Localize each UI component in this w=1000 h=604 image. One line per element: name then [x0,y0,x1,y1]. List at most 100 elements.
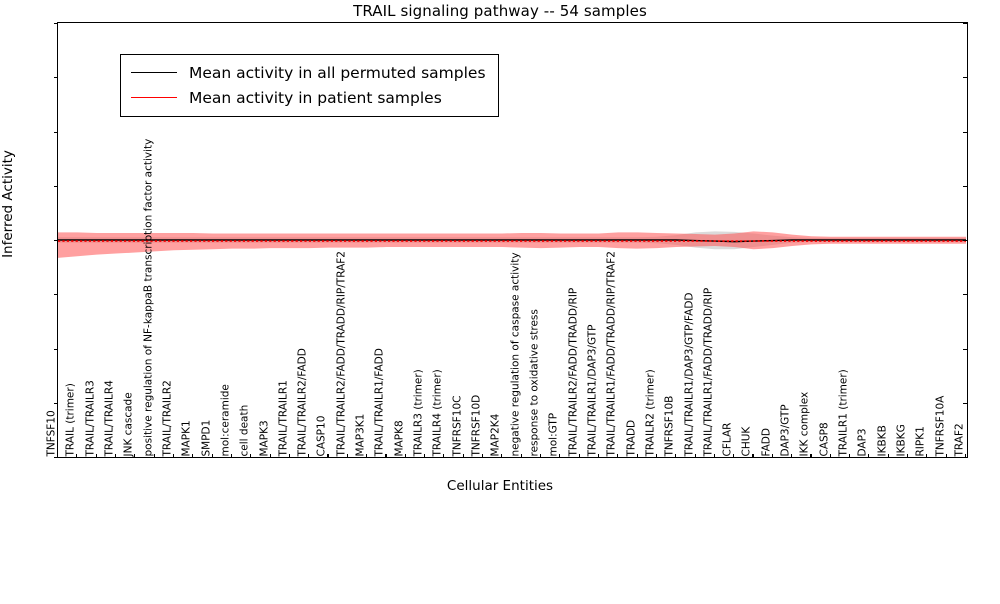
x-tick-label: TRAILR3 (trimer) [412,368,425,456]
x-tick-mark [269,454,271,458]
legend-label-patient: Mean activity in patient samples [189,88,442,107]
series-canvas [58,231,966,258]
x-tick-label: MAPK3 [258,419,270,456]
x-tick-label: IKBKG [895,423,908,456]
x-tick-mark [868,454,870,458]
x-tick-mark [636,454,638,458]
y-tick-mark-right [963,185,967,187]
x-tick-mark [501,454,503,458]
x-tick-mark [539,454,542,458]
x-tick-label: CHUK [740,426,753,456]
x-tick-label: TNFRSF10B [663,395,676,456]
x-tick-mark [366,454,368,458]
x-tick-label: mol:GTP [547,412,560,456]
x-axis-title: Cellular Entities [446,478,554,494]
x-tick-mark [829,454,831,458]
x-tick-label: TNFRSF10A [934,395,947,456]
x-tick-mark [578,454,580,458]
x-tick-mark [733,454,735,458]
y-tick-mark [54,294,58,296]
x-tick-label: TNFRSF10C [451,394,464,456]
x-tick-mark [926,454,928,458]
x-tick-mark [791,454,793,458]
x-tick-label: TRADD [625,419,638,456]
x-tick-mark [945,454,947,458]
y-tick-mark-right [963,77,967,79]
x-tick-mark [907,454,909,458]
y-axis-title: Inferred Activity [0,150,16,258]
x-tick-label: MAPK1 [180,419,193,456]
x-tick-label: TRAIL/TRAILR2/FADD [296,347,309,456]
x-tick-mark [810,454,812,458]
x-tick-mark [385,454,387,458]
y-tick-mark [54,77,58,79]
y-tick-mark-right [963,294,967,296]
x-tick-mark [57,454,59,458]
x-tick-mark [95,454,97,458]
x-tick-label: negative regulation of caspase activity [509,251,522,456]
x-tick-label: MAP3K1 [354,413,367,456]
chart-title: TRAIL signaling pathway -- 54 samples [353,2,647,20]
y-tick-mark [54,131,58,133]
x-tick-mark [424,454,426,458]
x-tick-mark [887,454,889,458]
y-tick-mark [54,240,58,242]
x-tick-mark [694,454,696,458]
x-tick-mark [172,454,174,458]
x-tick-mark [404,454,406,458]
y-tick-mark-right [963,348,967,350]
x-tick-mark [559,454,561,458]
x-tick-mark [482,454,484,458]
x-tick-label: TRAIL/TRAILR1/FADD/TRADD/RIP [702,287,715,456]
x-tick-label: TRAIL/TRAILR1/FADD [373,347,386,456]
x-tick-label: MAPK8 [393,419,406,456]
x-tick-label: RIPK1 [914,425,927,456]
x-tick-mark [597,454,600,458]
x-tick-label: TRAILR4 (trimer) [431,368,444,456]
y-tick-mark [54,348,58,350]
x-tick-label: TRAIL/TRAILR3 [84,379,97,456]
x-tick-label: MAP2K4 [489,413,502,456]
x-tick-mark [849,454,851,458]
x-tick-label: TRAIL/TRAILR1/FADD/TRADD/RIP/TRAF2 [605,250,618,456]
x-tick-mark [192,454,194,458]
y-tick-mark-right [963,402,967,404]
legend-line-black [131,72,177,73]
x-tick-mark [462,454,464,458]
x-tick-mark [965,454,967,458]
x-tick-label: TRAIL/TRAILR2/FADD/TRADD/RIP [567,287,580,456]
x-tick-mark [288,454,290,458]
y-tick-mark-right [963,23,967,25]
x-tick-label: TRAIL/TRAILR1/DAP3/GTP [586,323,599,456]
x-tick-label: cell death [238,404,251,456]
x-tick-label: TRAIL/TRAILR1 [277,379,290,456]
x-tick-label: IKBKB [876,424,889,456]
x-tick-label: IKK complex [798,391,811,456]
x-tick-label: SMPD1 [200,419,213,456]
x-tick-label: FADD [760,427,773,456]
x-tick-mark [250,454,252,458]
y-tick-mark [54,185,58,187]
legend-item-patient: Mean activity in patient samples [131,85,486,110]
plot-clip [58,23,967,457]
x-tick-label: TRAIL/TRAILR4 [103,379,116,456]
x-tick-label: TNFSF10 [45,409,58,456]
x-tick-mark [327,454,329,458]
x-tick-label: TRAIL/TRAILR2 [161,379,174,456]
x-tick-mark [76,454,78,458]
x-tick-mark [713,454,715,458]
x-tick-label: DAP3 [856,427,869,456]
x-tick-mark [114,454,117,458]
x-tick-mark [617,454,619,458]
plot-area: −4−3−2−101234 Mean activity in all permu… [54,22,968,459]
x-tick-mark [655,454,657,458]
legend-label-permuted: Mean activity in all permuted samples [189,63,486,82]
x-tick-label: TRAIL/TRAILR1/DAP3/GTP/FADD [683,292,696,456]
chart-figure: TRAIL signaling pathway -- 54 samples −4… [0,2,968,494]
x-tick-label: TRAF2 [953,422,966,456]
x-tick-label: TRAIL (trimer) [64,382,77,456]
x-tick-label: TRAIL/TRAILR2/FADD/TRADD/RIP/TRAF2 [335,250,348,456]
x-tick-mark [211,454,213,458]
x-tick-label: TNFRSF10D [470,394,483,456]
x-tick-label: CASP8 [818,421,831,456]
